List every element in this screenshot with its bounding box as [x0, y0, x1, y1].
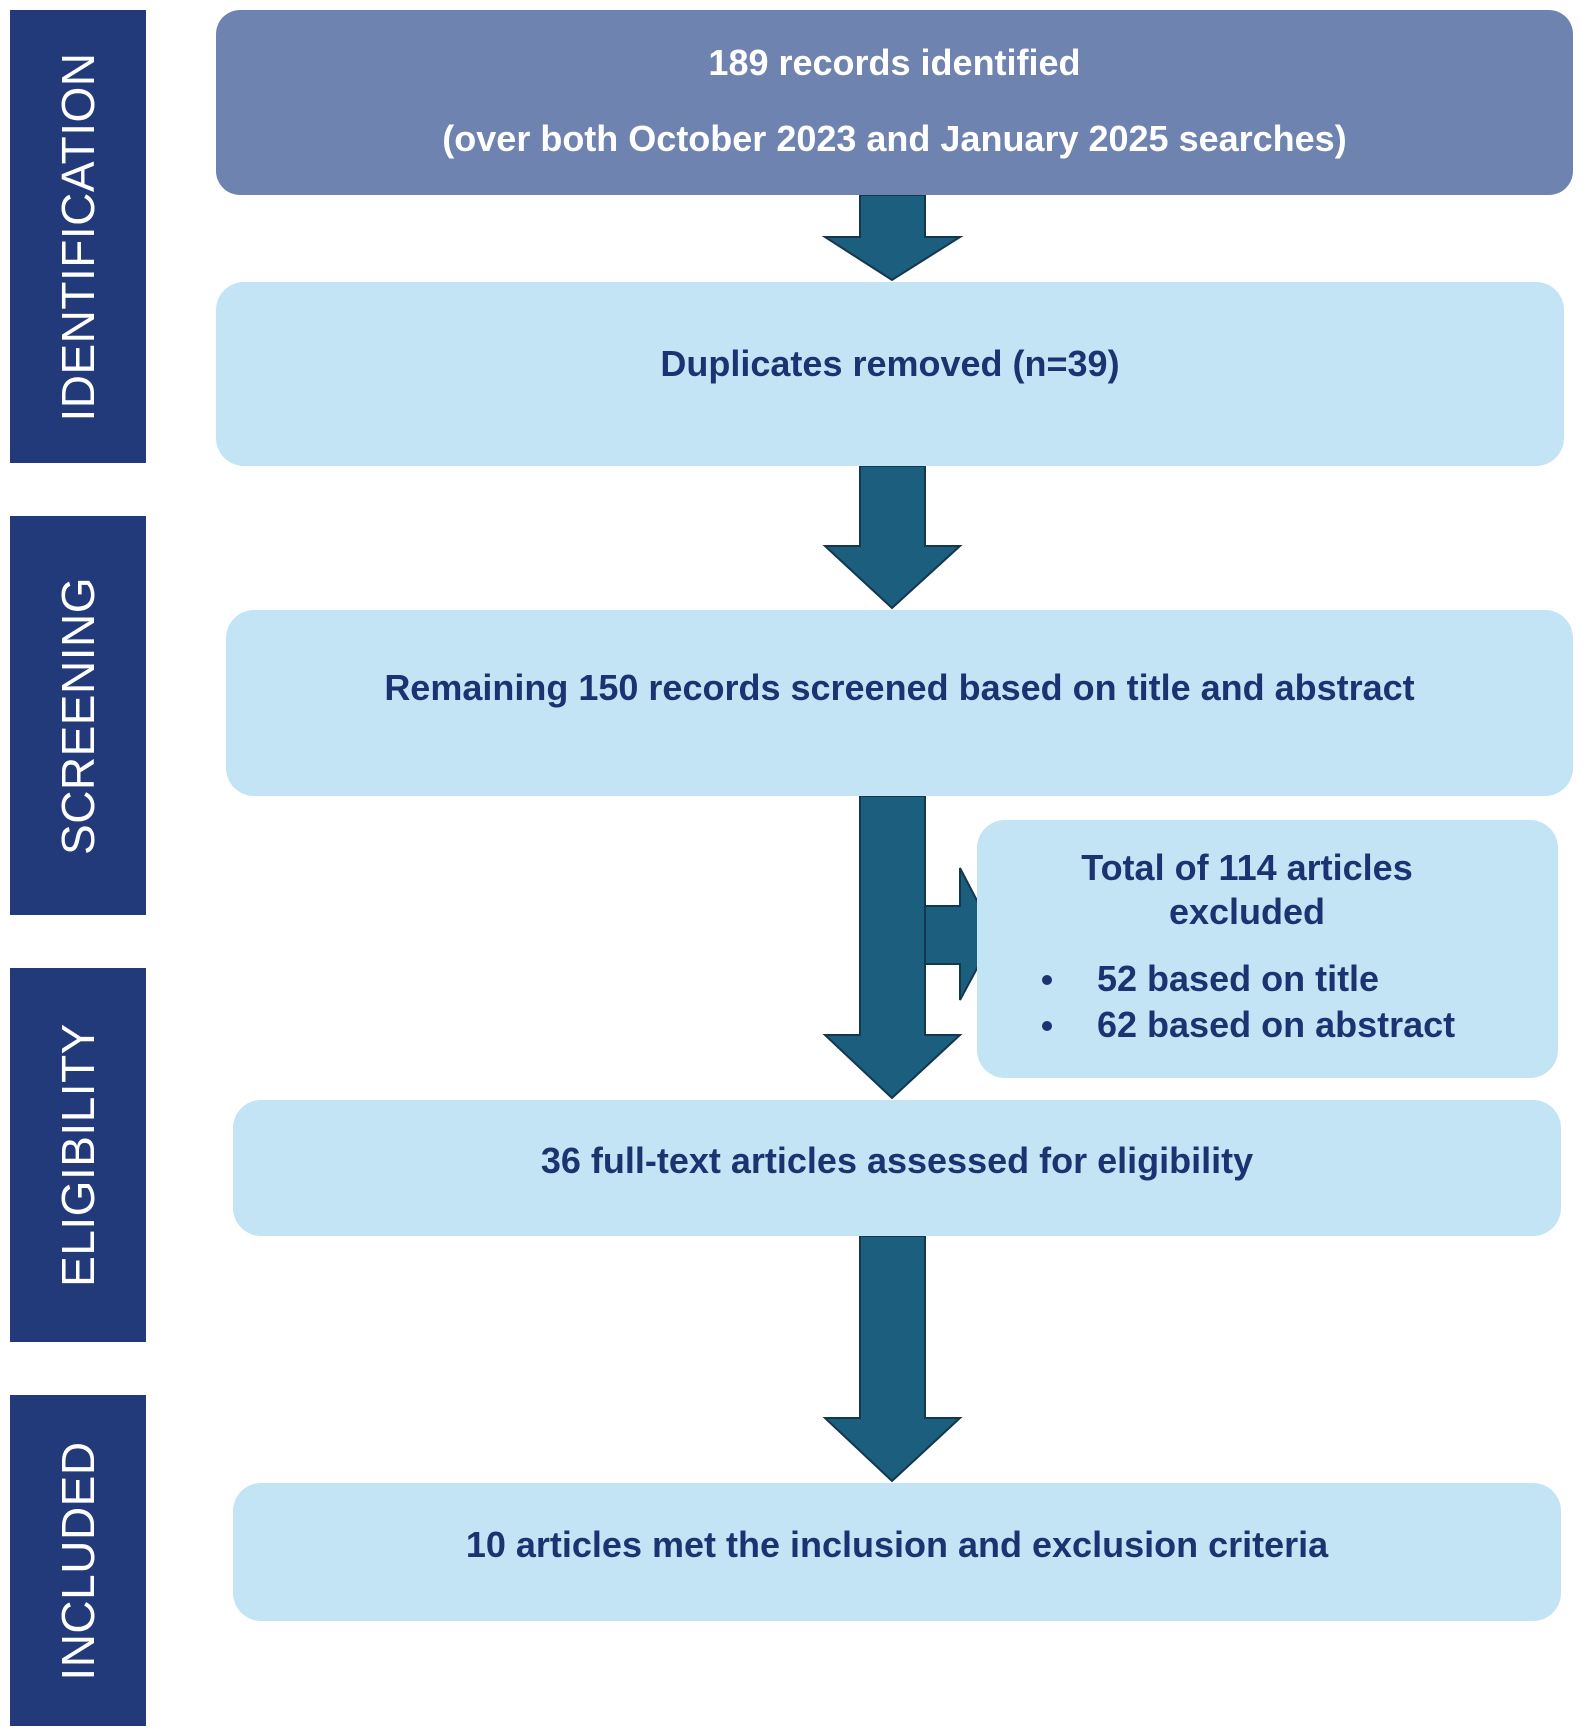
stage-screening: SCREENING: [10, 516, 146, 915]
articles-included-text: 10 articles met the inclusion and exclus…: [465, 1524, 1329, 1565]
duplicates-removed-text: Duplicates removed (n=39): [660, 343, 1120, 384]
records-screened-box: Remaining 150 records screened based on …: [226, 610, 1573, 796]
stage-label-screening: SCREENING: [52, 576, 104, 855]
down-arrow-4: [822, 1235, 963, 1483]
down-arrow-1: [821, 194, 964, 282]
stage-identification: IDENTIFICATION: [10, 10, 146, 463]
exclusion-reasons-list: 52 based on title 62 based on abstract: [1037, 956, 1455, 1048]
records-identified-title: 189 records identified: [708, 42, 1081, 83]
articles-included-box: 10 articles met the inclusion and exclus…: [233, 1483, 1561, 1621]
stage-included: INCLUDED: [10, 1395, 146, 1726]
duplicates-removed-box: Duplicates removed (n=39): [216, 282, 1564, 466]
records-identified-subtitle: (over both October 2023 and January 2025…: [442, 118, 1347, 159]
stage-eligibility: ELIGIBILITY: [10, 968, 146, 1342]
articles-excluded-title: Total of 114 articles excluded: [1081, 847, 1413, 932]
stage-label-included: INCLUDED: [52, 1440, 104, 1681]
down-arrow-2: [822, 465, 963, 610]
exclusion-reason-item: 62 based on abstract: [1037, 1002, 1455, 1048]
articles-excluded-box: Total of 114 articles excluded 52 based …: [977, 820, 1558, 1078]
down-arrow-3: [822, 795, 963, 1100]
stage-label-identification: IDENTIFICATION: [52, 51, 104, 422]
records-identified-box: 189 records identified (over both Octobe…: [216, 10, 1573, 195]
records-screened-text: Remaining 150 records screened based on …: [384, 667, 1415, 708]
exclusion-reason-item: 52 based on title: [1037, 956, 1455, 1002]
eligibility-assessed-box: 36 full-text articles assessed for eligi…: [233, 1100, 1561, 1236]
stage-label-eligibility: ELIGIBILITY: [52, 1023, 104, 1287]
eligibility-assessed-text: 36 full-text articles assessed for eligi…: [540, 1140, 1254, 1181]
